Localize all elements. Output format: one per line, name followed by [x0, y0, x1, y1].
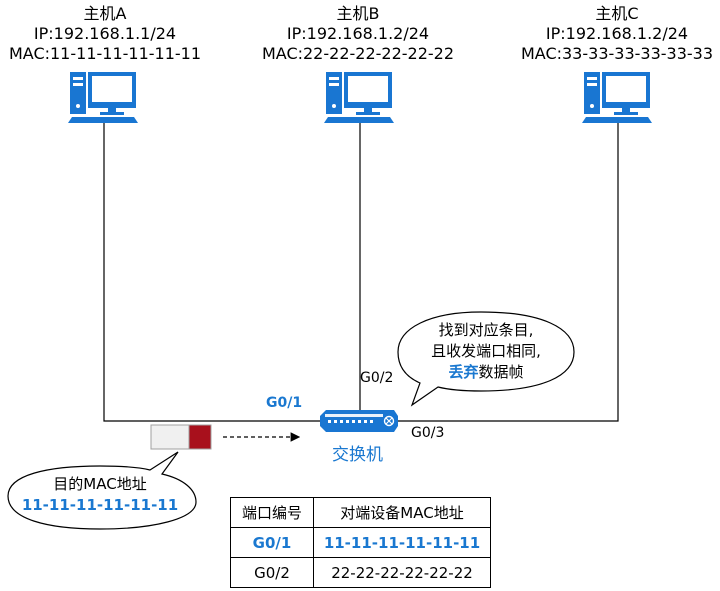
row-mac: 11-11-11-11-11-11: [313, 527, 491, 558]
port-g01-label: G0/1: [266, 395, 303, 411]
header-mac: 对端设备MAC地址: [313, 497, 491, 528]
mac-address-table: 端口编号 对端设备MAC地址 G0/1 11-11-11-11-11-11 G0…: [230, 497, 491, 588]
host-b-label: 主机B IP:192.168.1.2/24 MAC:22-22-22-22-22…: [238, 4, 478, 64]
row-mac: 22-22-22-22-22-22: [313, 557, 491, 588]
computer-a-icon: [68, 72, 138, 123]
host-a-ip: IP:192.168.1.1/24: [33, 24, 177, 43]
host-c-mac: MAC:33-33-33-33-33-33: [520, 44, 714, 63]
row-port: G0/1: [230, 527, 314, 558]
host-a-mac: MAC:11-11-11-11-11-11: [8, 44, 202, 63]
host-a-name: 主机A: [83, 4, 127, 23]
switch-bubble-line2: 且收发端口相同,: [431, 342, 541, 360]
host-c-name: 主机C: [595, 4, 639, 23]
switch-bubble-line1: 找到对应条目,: [438, 321, 534, 339]
frame-speech-bubble: [7, 451, 197, 530]
host-c-ip: IP:192.168.1.2/24: [545, 24, 689, 43]
switch-label: 交换机: [332, 445, 383, 465]
data-frame-icon: [150, 424, 212, 450]
table-row: G0/2 22-22-22-22-22-22: [230, 557, 491, 588]
frame-bubble-text: 目的MAC地址 11-11-11-11-11-11: [14, 474, 186, 516]
switch-bubble-line3-rest: 数据帧: [478, 363, 524, 381]
host-c-label: 主机C IP:192.168.1.2/24 MAC:33-33-33-33-33…: [497, 4, 720, 64]
host-b-mac: MAC:22-22-22-22-22-22: [261, 44, 455, 63]
table-header-row: 端口编号 对端设备MAC地址: [230, 497, 491, 528]
port-g03-label: G0/3: [411, 425, 445, 441]
frame-bubble-line1: 目的MAC地址: [53, 475, 147, 493]
switch-icon: [320, 410, 398, 432]
header-port: 端口编号: [230, 497, 314, 528]
discard-highlight: 丢弃: [448, 363, 479, 381]
frame-dest-mac: 11-11-11-11-11-11: [21, 496, 179, 514]
link-a-switch: [103, 122, 320, 422]
switch-speech-bubble: [397, 311, 575, 407]
computer-c-icon: [582, 72, 652, 123]
host-b-name: 主机B: [336, 4, 380, 23]
host-a-label: 主机A IP:192.168.1.1/24 MAC:11-11-11-11-11…: [0, 4, 225, 64]
row-port: G0/2: [230, 557, 314, 588]
switch-bubble-line3: 丢弃数据帧: [408, 362, 564, 383]
host-b-ip: IP:192.168.1.2/24: [286, 24, 430, 43]
link-c-switch: [398, 122, 619, 422]
port-g02-label: G0/2: [360, 370, 394, 386]
table-row: G0/1 11-11-11-11-11-11: [230, 527, 491, 558]
switch-bubble-text: 找到对应条目, 且收发端口相同, 丢弃数据帧: [408, 320, 564, 383]
computer-b-icon: [324, 72, 394, 123]
